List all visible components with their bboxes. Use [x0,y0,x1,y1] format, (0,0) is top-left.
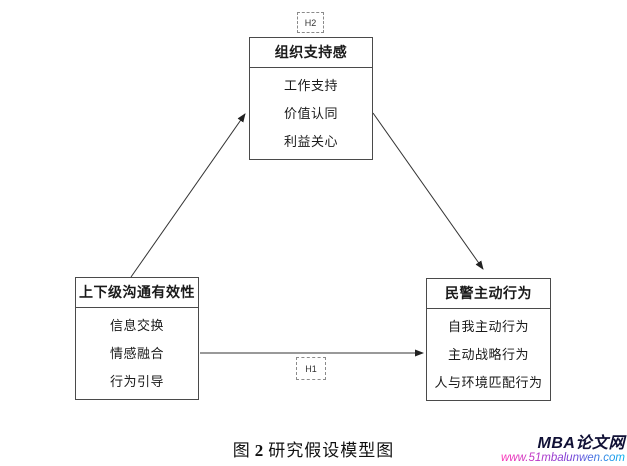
hypothesis-label-h2: H2 [297,12,324,33]
watermark-site-name: MBA论文网 [537,434,625,452]
box-item: 情感融合 [109,345,164,361]
box-item: 价值认同 [283,105,338,121]
arrow-top-to-right [372,112,484,270]
box-communication-effectiveness-title: 上下级沟通有效性 [76,278,198,308]
figure-caption-word: 图 [232,441,251,460]
hypothesis-label-h1: H1 [296,357,326,380]
figure-caption-number: 2 [254,441,265,460]
watermark-site-url: www.51mbalunwen.com [500,452,625,465]
box-police-proactive-behavior-title: 民警主动行为 [427,279,550,309]
box-item: 信息交换 [109,317,164,333]
box-communication-effectiveness: 上下级沟通有效性 信息交换 情感融合 行为引导 [75,277,199,400]
box-item: 利益关心 [283,134,338,150]
box-item: 人与环境匹配行为 [434,375,543,391]
box-police-proactive-behavior-items: 自我主动行为 主动战略行为 人与环境匹配行为 [427,309,550,400]
hypothesis-label-h2-text: H2 [304,17,317,28]
figure-caption-title: 研究假设模型图 [268,441,395,460]
box-item: 主动战略行为 [447,346,529,362]
watermark: MBA论文网 www.51mbalunwen.com [501,435,625,465]
box-organizational-support: 组织支持感 工作支持 价值认同 利益关心 [249,37,373,160]
box-item: 行为引导 [109,374,164,390]
box-organizational-support-items: 工作支持 价值认同 利益关心 [250,68,372,159]
box-item: 自我主动行为 [447,318,529,334]
hypothesis-label-h1-text: H1 [305,363,317,374]
arrow-left-to-top [130,113,246,278]
box-organizational-support-title: 组织支持感 [250,38,372,68]
box-police-proactive-behavior: 民警主动行为 自我主动行为 主动战略行为 人与环境匹配行为 [426,278,551,401]
box-item: 工作支持 [283,77,338,93]
box-communication-effectiveness-items: 信息交换 情感融合 行为引导 [76,308,198,399]
